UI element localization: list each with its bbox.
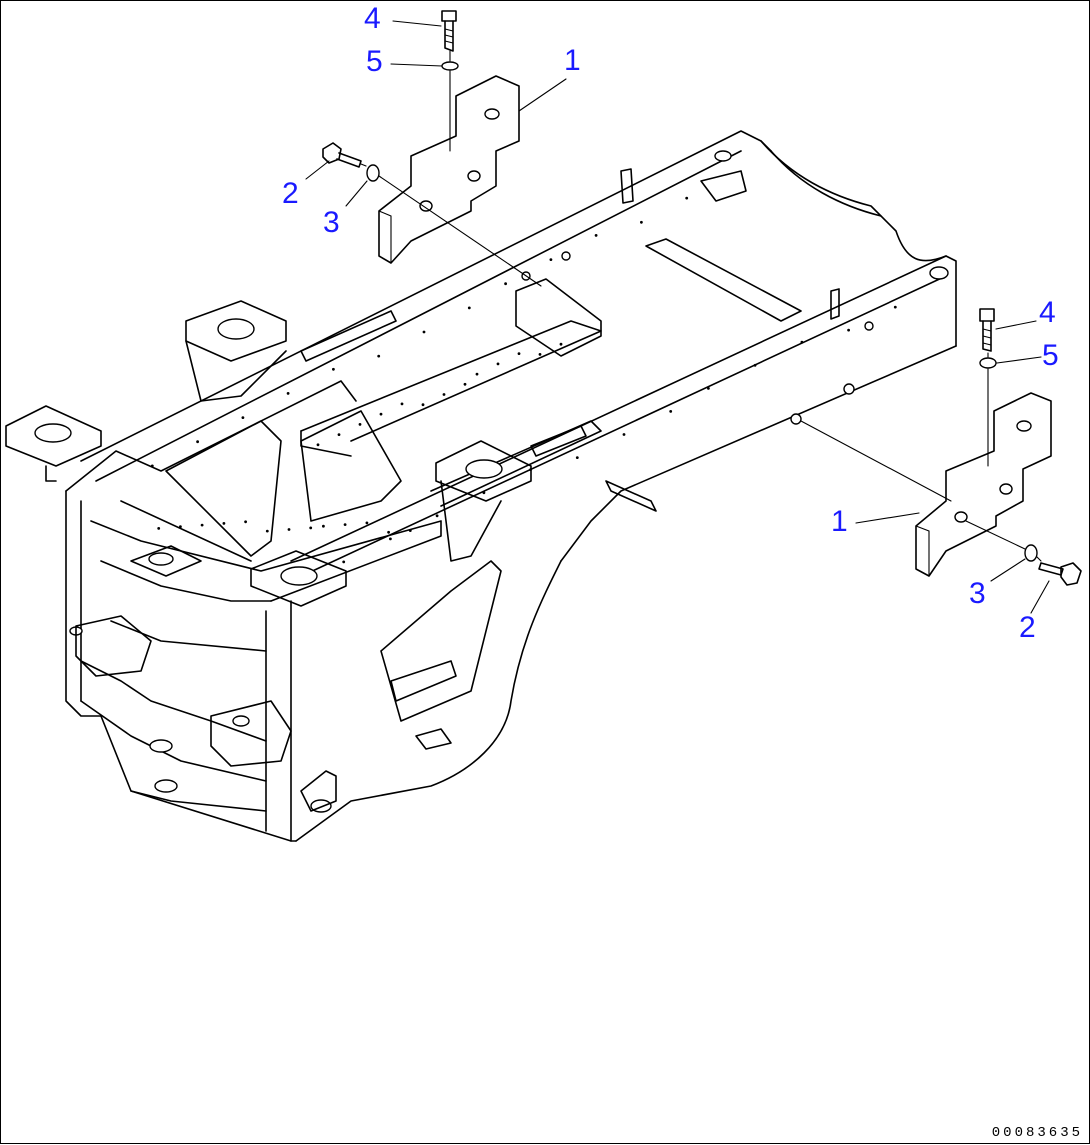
- callout-bolt-2-upper: 2: [282, 177, 299, 210]
- mount-pads: [5, 300, 532, 607]
- callout-bolt-2-right: 2: [1019, 611, 1036, 644]
- frame-dots: [150, 196, 897, 564]
- bolt-part-2-upper: [322, 142, 362, 168]
- bolt-part-4-right: [979, 308, 995, 352]
- washer-part-5-upper: [441, 61, 459, 71]
- callout-washer-3-right: 3: [969, 577, 986, 610]
- assembly-lines: [360, 50, 1042, 562]
- frame-details: [69, 150, 949, 813]
- callout-washer-5-upper: 5: [366, 45, 383, 78]
- washer-part-3-right: [1024, 544, 1038, 562]
- drawing-number: 00083635: [991, 1125, 1083, 1141]
- callout-bolt-4-right: 4: [1039, 296, 1056, 329]
- main-frame: [65, 130, 957, 842]
- bolt-part-2-right: [1038, 562, 1082, 586]
- bolt-part-4-upper: [441, 10, 457, 52]
- callout-washer-5-right: 5: [1042, 339, 1059, 372]
- callout-bracket-1-upper: 1: [564, 44, 581, 77]
- right-bracket-assembly: [915, 308, 1082, 586]
- washer-part-5-right: [979, 357, 997, 369]
- bracket-part-1-upper: [378, 75, 520, 264]
- washer-part-3-upper: [366, 164, 380, 182]
- callout-bolt-4-upper: 4: [364, 2, 381, 35]
- callout-bracket-1-right: 1: [831, 505, 848, 538]
- leader-lines: [305, 20, 1050, 614]
- bracket-part-1-right: [915, 392, 1052, 577]
- callout-washer-3-upper: 3: [323, 206, 340, 239]
- upper-bracket-assembly: [322, 10, 520, 264]
